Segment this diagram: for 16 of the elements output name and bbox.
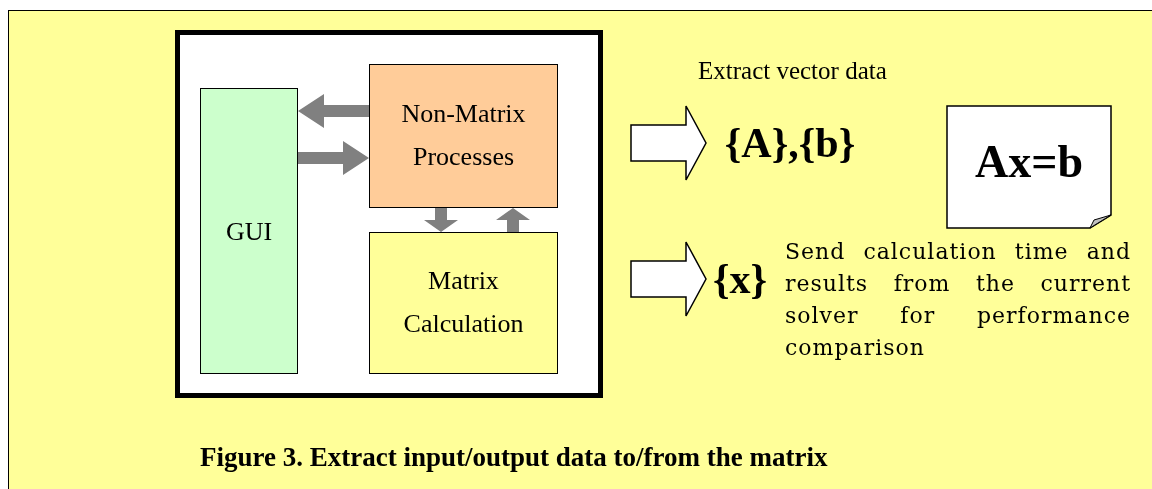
system-box: [175, 30, 603, 398]
vector-label: {A},{b}: [706, 116, 874, 170]
block-arrow: [298, 141, 369, 175]
process-box: Matrix Calculation: [369, 232, 558, 374]
process-box: GUI: [200, 88, 298, 374]
block-arrow: [630, 241, 707, 317]
document-shape: Ax=b: [946, 105, 1112, 229]
description-text: Send calculation time and results from the current solver for performance comparison: [785, 238, 1131, 362]
process-box: Non-Matrix Processes: [369, 64, 558, 208]
block-arrow: [496, 208, 530, 232]
vector-label: {x}: [706, 251, 774, 307]
block-arrow: [424, 208, 458, 232]
block-arrow: [298, 94, 369, 128]
figure-caption: Figure 3. Extract input/output data to/from the matrix: [200, 441, 828, 474]
block-arrow: [630, 105, 707, 181]
annotation-text: Extract vector data: [698, 56, 887, 86]
